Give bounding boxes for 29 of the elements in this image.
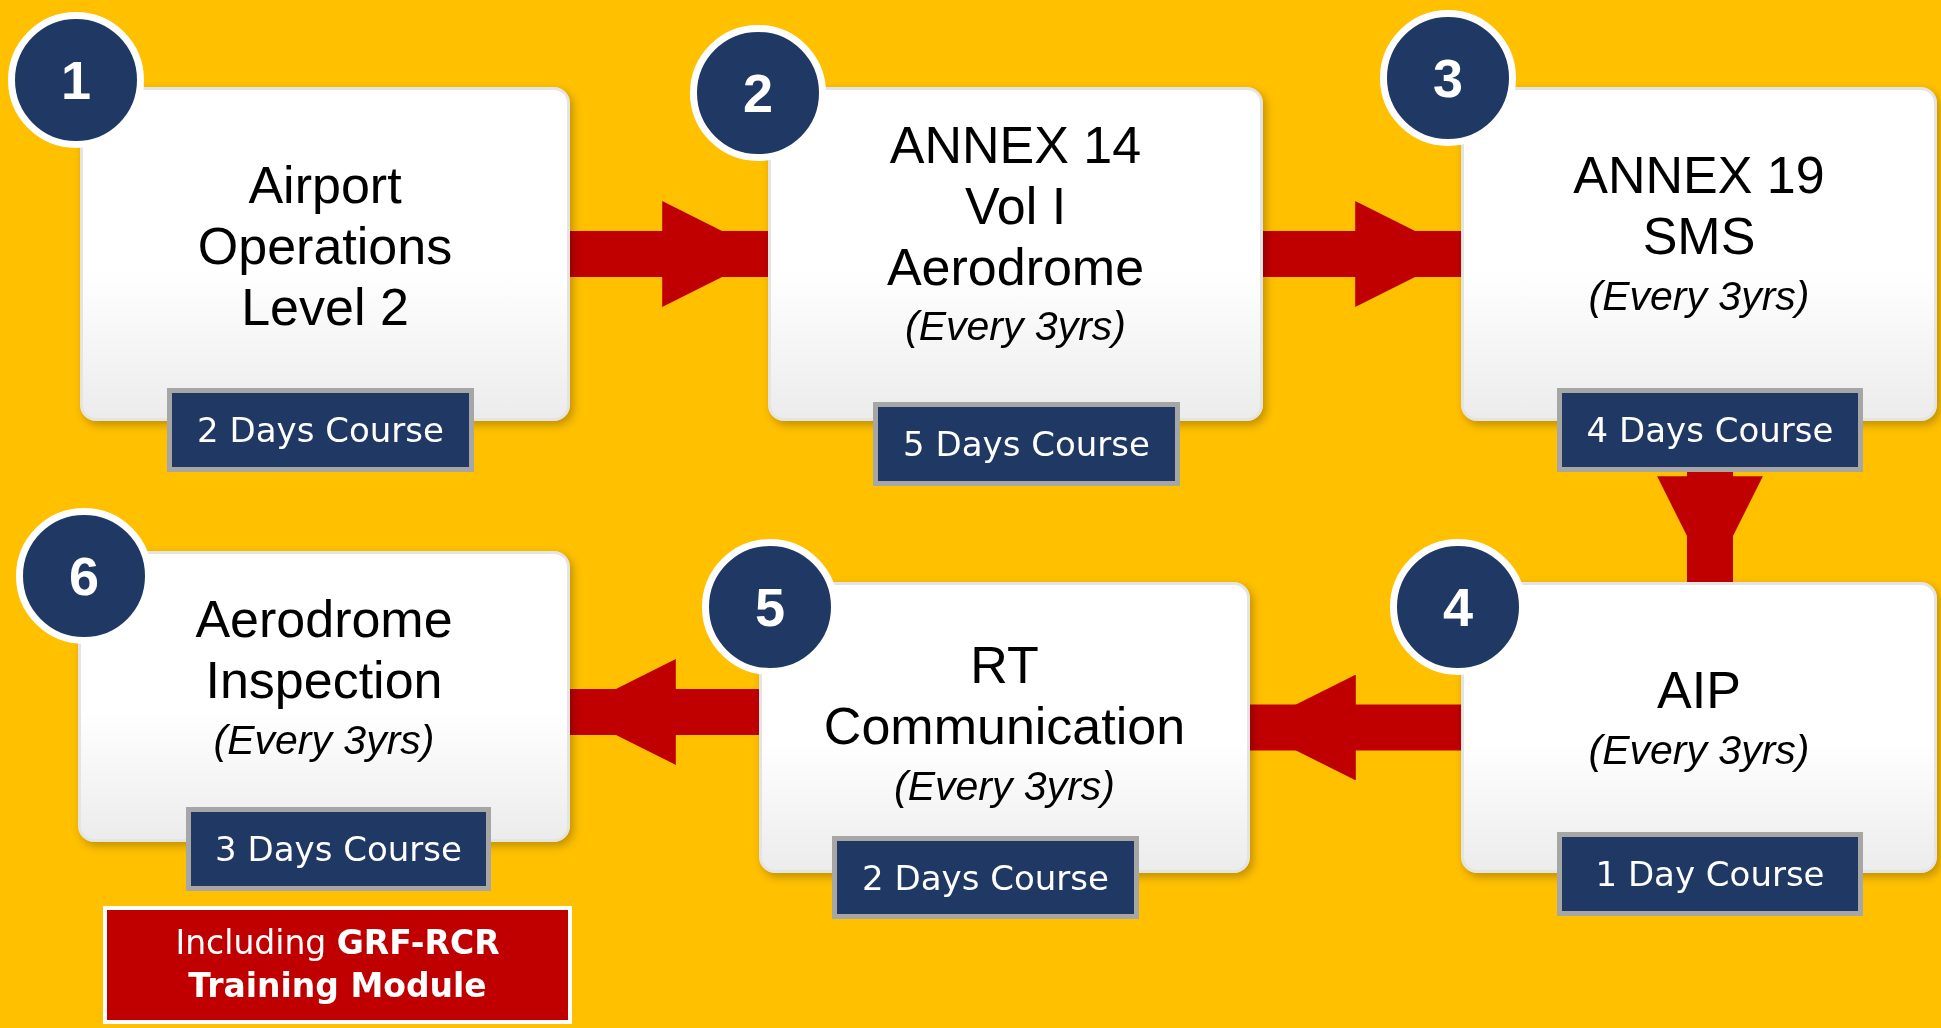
course-title: AIP [1657,660,1741,721]
duration-label: 1 Day Course [1557,832,1863,916]
frequency-text: (Every 3yrs) [213,716,435,764]
arrow [1263,201,1461,307]
course-title: ANNEX 14 Vol I Aerodrome [885,115,1146,298]
step-number: 2 [690,25,826,161]
step-number: 4 [1390,539,1526,675]
note-box [103,906,572,1024]
duration-label: 5 Days Course [873,402,1180,486]
step-number: 5 [702,539,838,675]
course-title: Aerodrome Inspection [194,589,454,711]
course-title: Airport Operations Level 2 [196,155,454,338]
duration-label: 4 Days Course [1557,388,1863,472]
step-number: 1 [8,12,144,148]
step-number: 6 [16,508,152,644]
arrow [570,201,768,307]
step-number: 3 [1380,10,1516,146]
arrow [570,659,759,765]
arrow [1657,472,1763,582]
frequency-text: (Every 3yrs) [905,303,1126,351]
duration-label: 2 Days Course [832,836,1139,919]
frequency-text: (Every 3yrs) [1588,726,1810,774]
arrow [1250,674,1461,781]
frequency-text: (Every 3yrs) [894,762,1115,810]
duration-label: 2 Days Course [167,388,474,472]
frequency-text: (Every 3yrs) [1588,272,1810,320]
course-title: ANNEX 19 SMS [1572,145,1826,267]
note-text: Including GRF-RCR Training Module [174,922,501,1007]
duration-label: 3 Days Course [186,807,491,891]
